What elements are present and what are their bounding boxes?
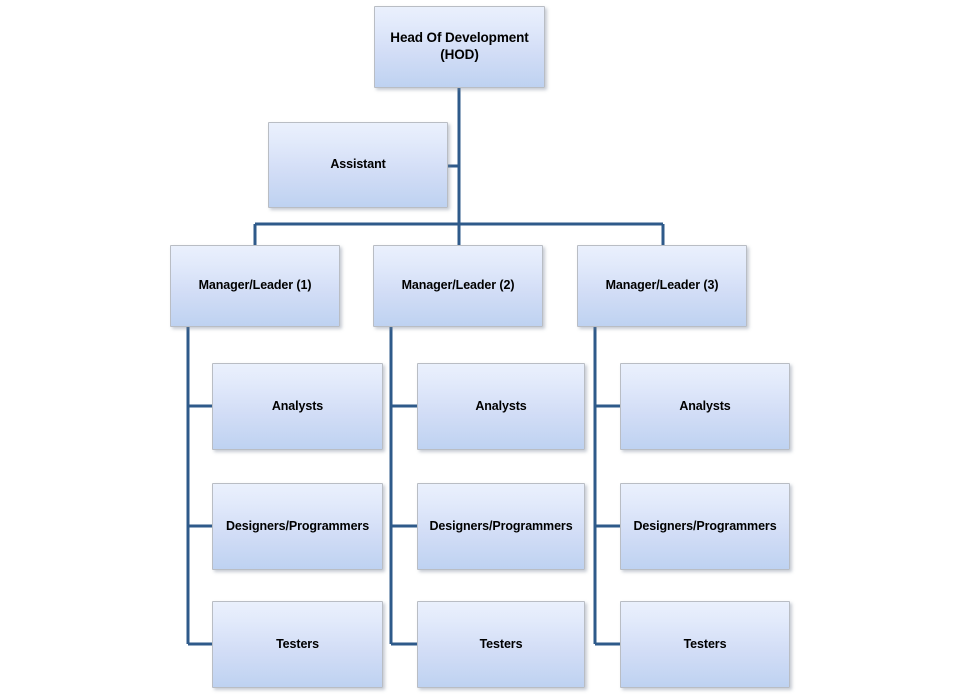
org-node-team1-designers-programmers[interactable]: Designers/Programmers xyxy=(212,483,383,570)
org-node-manager-leader-1[interactable]: Manager/Leader (1) xyxy=(170,245,340,327)
org-node-label: Head Of Development (HOD) xyxy=(386,30,532,64)
org-node-assistant[interactable]: Assistant xyxy=(268,122,448,208)
org-node-label: Designers/Programmers xyxy=(225,518,370,533)
org-node-label: Analysts xyxy=(679,398,731,413)
org-node-team3-analysts[interactable]: Analysts xyxy=(620,363,790,450)
org-node-manager-leader-2[interactable]: Manager/Leader (2) xyxy=(373,245,543,327)
org-node-head-of-development[interactable]: Head Of Development (HOD) xyxy=(374,6,545,88)
org-node-team1-analysts[interactable]: Analysts xyxy=(212,363,383,450)
hod-label-line1: Head Of Development xyxy=(390,30,529,46)
org-node-team2-designers-programmers[interactable]: Designers/Programmers xyxy=(417,483,585,570)
org-node-label: Manager/Leader (2) xyxy=(401,278,515,293)
org-node-label: Manager/Leader (1) xyxy=(198,278,312,293)
org-node-label: Analysts xyxy=(475,398,527,413)
org-node-label: Testers xyxy=(276,636,319,651)
org-node-label: Assistant xyxy=(330,157,386,172)
org-node-team2-testers[interactable]: Testers xyxy=(417,601,585,688)
org-node-label: Testers xyxy=(479,636,523,651)
org-node-manager-leader-3[interactable]: Manager/Leader (3) xyxy=(577,245,747,327)
org-node-team2-analysts[interactable]: Analysts xyxy=(417,363,585,450)
org-node-label: Designers/Programmers xyxy=(633,518,777,533)
org-node-label: Analysts xyxy=(271,398,324,413)
org-node-label: Designers/Programmers xyxy=(429,518,573,533)
hod-label-line2: (HOD) xyxy=(440,47,479,62)
connector-lines xyxy=(186,88,665,646)
org-node-team1-testers[interactable]: Testers xyxy=(212,601,383,688)
org-node-label: Manager/Leader (3) xyxy=(605,278,719,293)
org-node-team3-designers-programmers[interactable]: Designers/Programmers xyxy=(620,483,790,570)
org-node-team3-testers[interactable]: Testers xyxy=(620,601,790,688)
org-node-label: Testers xyxy=(683,636,727,651)
